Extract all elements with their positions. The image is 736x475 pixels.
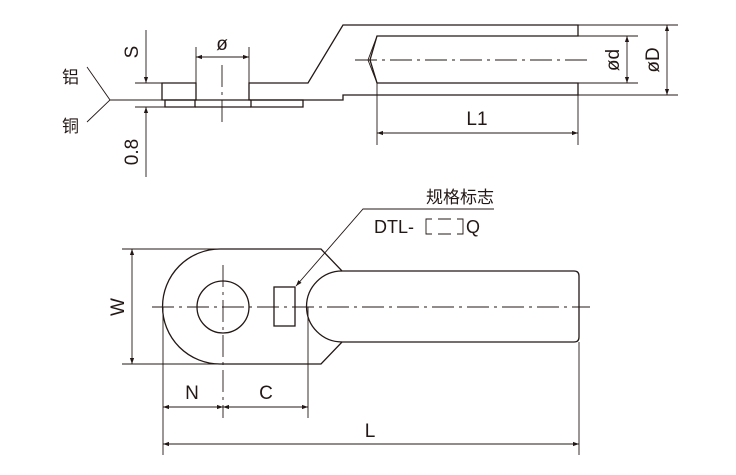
marking-area: [273, 286, 296, 327]
lug-outline: [161, 248, 580, 365]
dim-outer-d-label: øD: [643, 47, 664, 72]
dim-w-label: W: [108, 298, 129, 316]
dim-n-label: N: [185, 383, 199, 404]
dim-inner-d-label: ød: [603, 49, 624, 71]
dim-s-label: S: [122, 46, 143, 59]
dim-l1-label: L1: [466, 109, 487, 130]
marking-suffix: Q: [466, 217, 480, 237]
marking-prefix: DTL-: [374, 217, 414, 237]
section-view: 铝 铜 S 0.8 ø ød øD L1: [62, 24, 678, 177]
plan-view: 规格标志 DTL- Q W N C L: [108, 188, 590, 455]
marking-title: 规格标志: [426, 188, 494, 208]
copper-label: 铜: [62, 117, 79, 137]
dim-c-label: C: [259, 383, 273, 404]
dim-l-label: L: [365, 421, 376, 442]
dim-hole-label: ø: [216, 34, 228, 55]
marking-placeholder-box: [425, 218, 464, 235]
dim-copper-thickness-label: 0.8: [122, 139, 143, 165]
copper-layer: [164, 99, 304, 108]
aluminum-label: 铝: [62, 68, 79, 88]
